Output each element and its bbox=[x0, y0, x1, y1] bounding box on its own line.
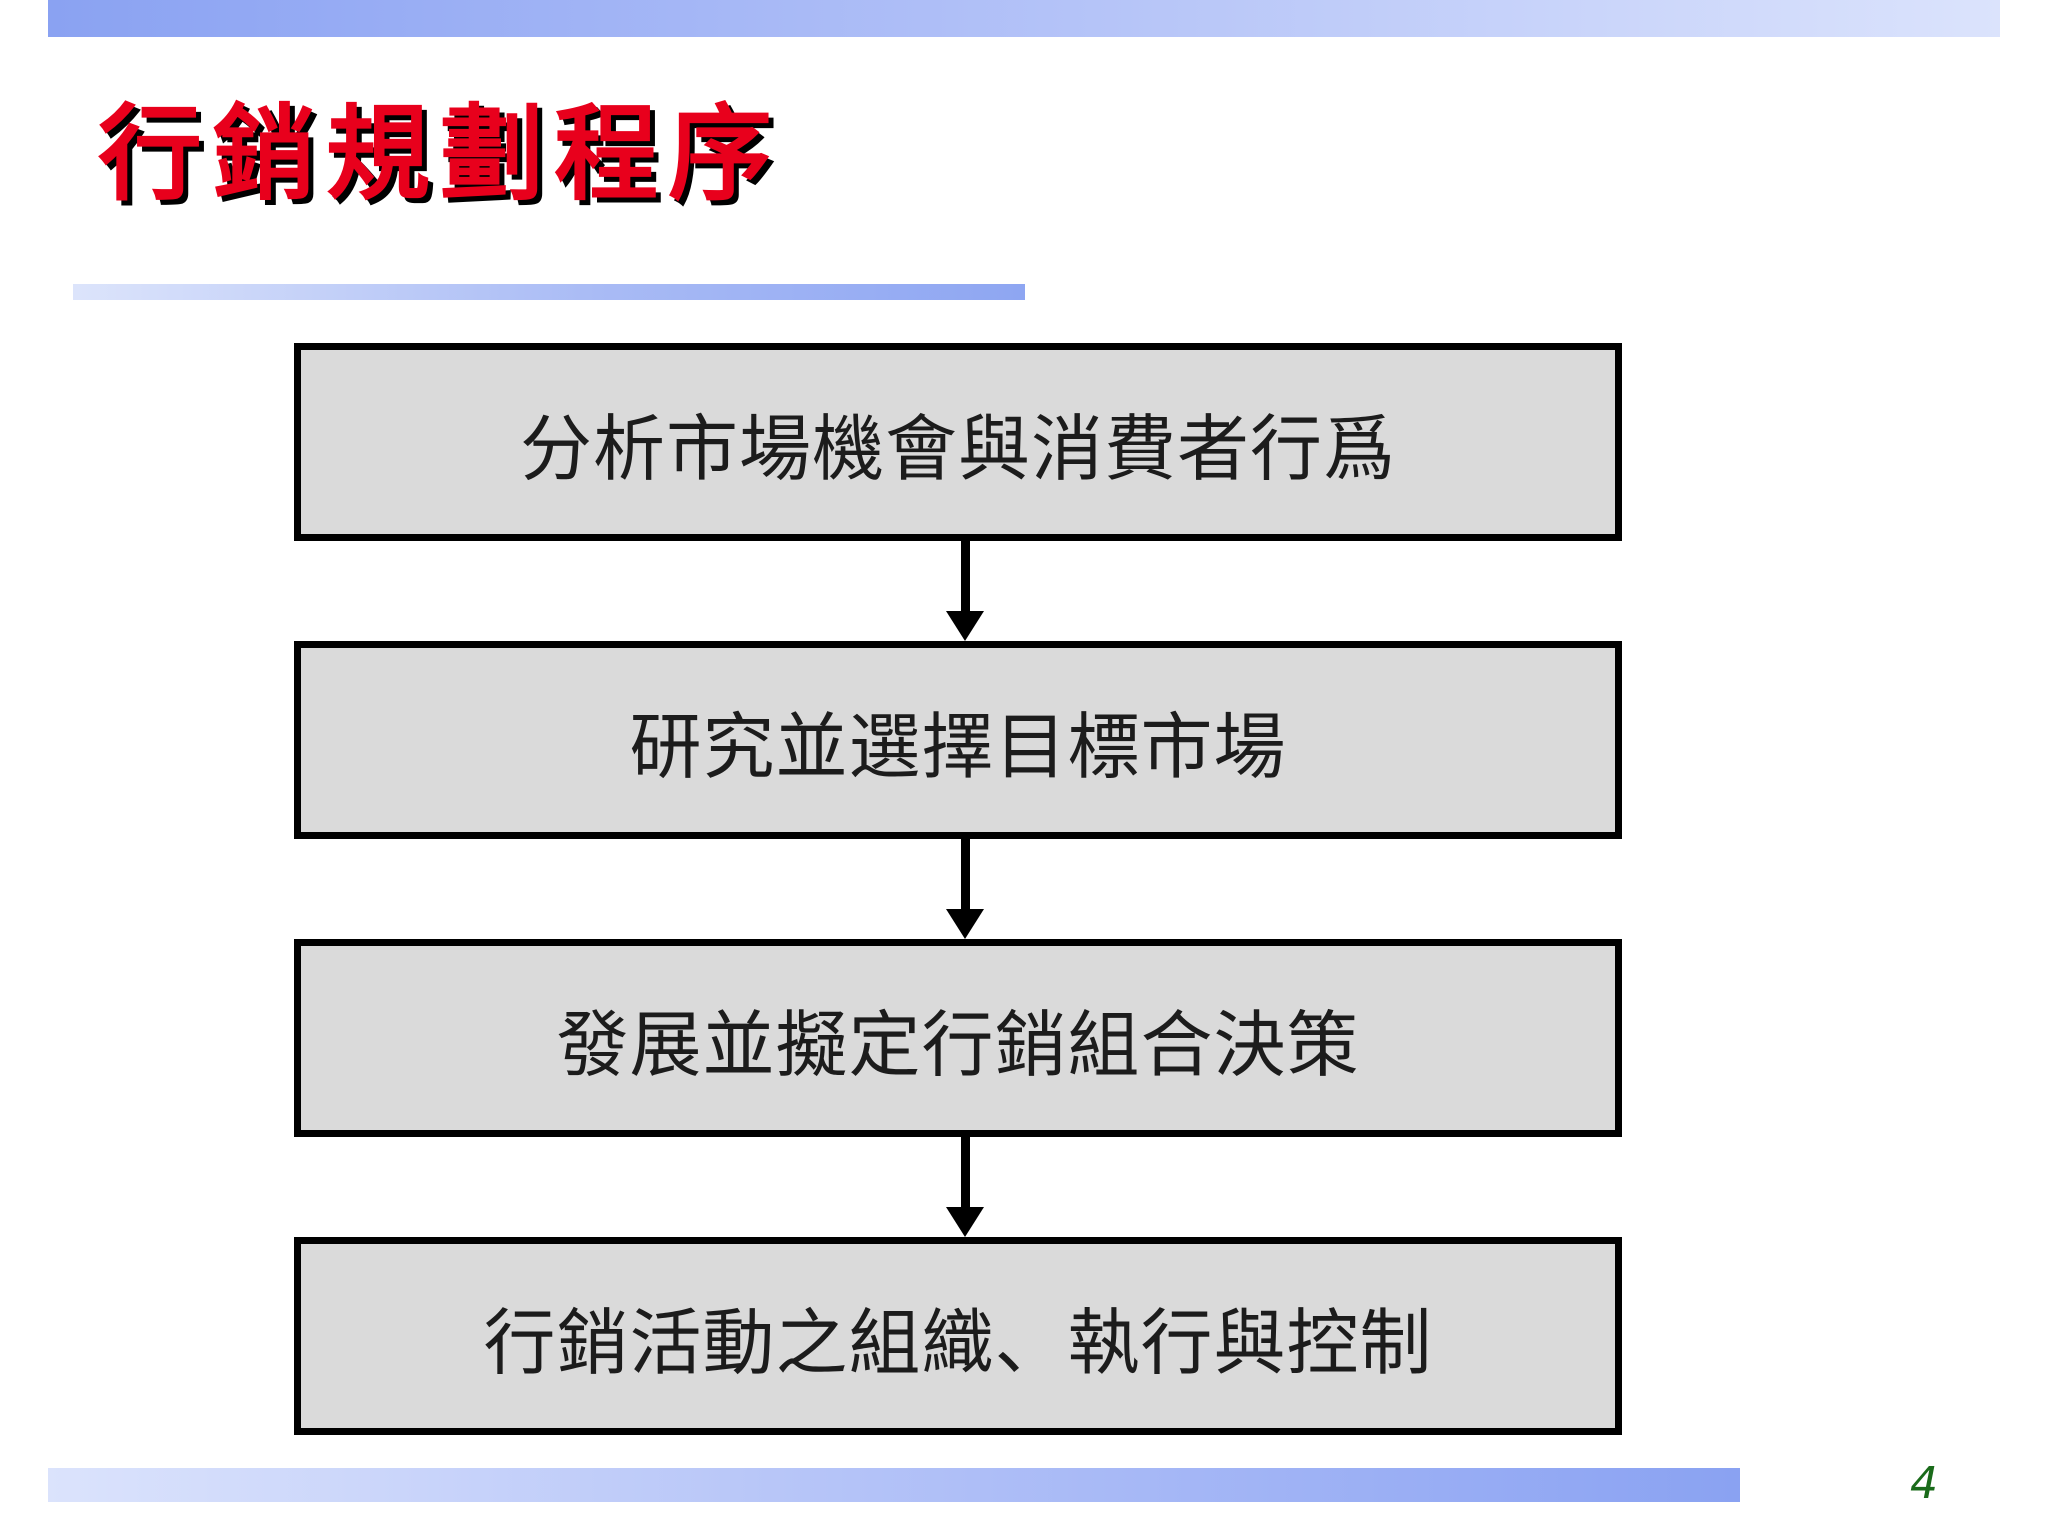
flow-step-3: 發展並擬定行銷組合決策 bbox=[294, 939, 1622, 1137]
flow-step-label: 行銷活動之組織、執行與控制 bbox=[483, 1300, 1433, 1385]
top-decorative-bar bbox=[48, 0, 2000, 37]
flow-step-label: 發展並擬定行銷組合決策 bbox=[556, 1002, 1360, 1087]
title-underline bbox=[73, 284, 1025, 300]
arrow-shaft-1 bbox=[961, 541, 970, 611]
arrow-shaft-2 bbox=[961, 839, 970, 909]
arrow-down-icon bbox=[946, 611, 984, 641]
bottom-decorative-bar bbox=[48, 1468, 1740, 1502]
flow-step-2: 研究並選擇目標市場 bbox=[294, 641, 1622, 839]
flow-step-4: 行銷活動之組織、執行與控制 bbox=[294, 1237, 1622, 1435]
page-number: 4 bbox=[1910, 1458, 1938, 1509]
flow-step-1: 分析市場機會與消費者行爲 bbox=[294, 343, 1622, 541]
flow-step-label: 分析市場機會與消費者行爲 bbox=[519, 406, 1396, 491]
arrow-down-icon bbox=[946, 909, 984, 939]
arrow-shaft-3 bbox=[961, 1137, 970, 1207]
flow-step-label: 研究並選擇目標市場 bbox=[629, 704, 1287, 789]
slide-title: 行銷規劃程序 bbox=[98, 93, 783, 215]
arrow-down-icon bbox=[946, 1207, 984, 1237]
